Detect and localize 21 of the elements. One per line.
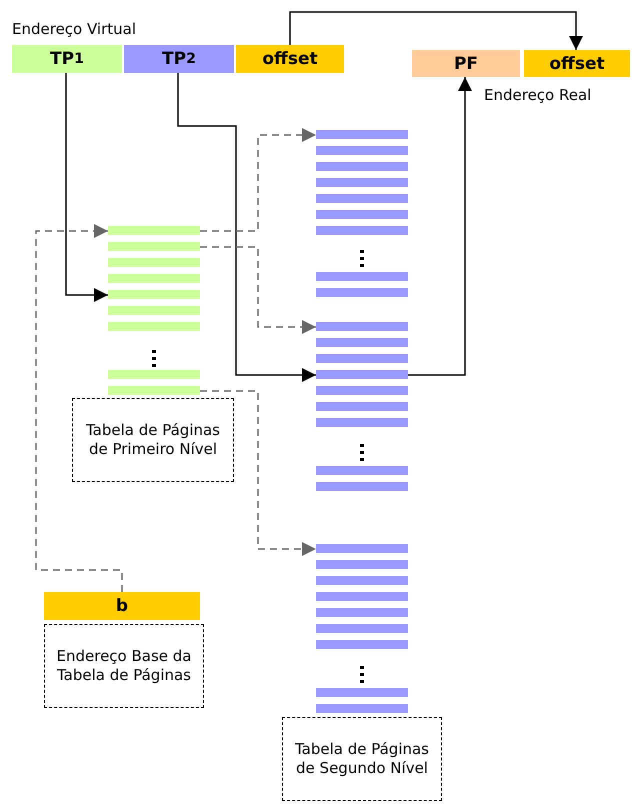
address-field: PF bbox=[412, 50, 520, 77]
page-table bbox=[108, 226, 200, 395]
page-table bbox=[316, 130, 408, 297]
caption-box: Tabela de Páginas de Segundo Nível bbox=[282, 717, 442, 801]
dashed-arrow bbox=[35, 224, 123, 592]
arrow bbox=[65, 73, 108, 302]
address-field: offset bbox=[524, 50, 630, 77]
address-label: Endereço Real bbox=[484, 86, 592, 104]
page-table bbox=[316, 322, 408, 491]
arrow bbox=[289, 11, 583, 50]
page-table bbox=[316, 544, 408, 713]
dashed-arrow bbox=[200, 128, 316, 232]
address-label: Endereço Virtual bbox=[12, 20, 136, 38]
arrow bbox=[177, 73, 316, 382]
caption-box: Tabela de Páginas de Primeiro Nível bbox=[72, 398, 234, 482]
address-field: offset bbox=[236, 45, 344, 73]
address-field: b bbox=[44, 592, 200, 620]
arrow bbox=[408, 77, 472, 376]
dashed-arrow bbox=[200, 246, 316, 334]
caption-box: Endereço Base da Tabela de Páginas bbox=[44, 624, 204, 708]
dashed-arrow bbox=[200, 390, 316, 556]
